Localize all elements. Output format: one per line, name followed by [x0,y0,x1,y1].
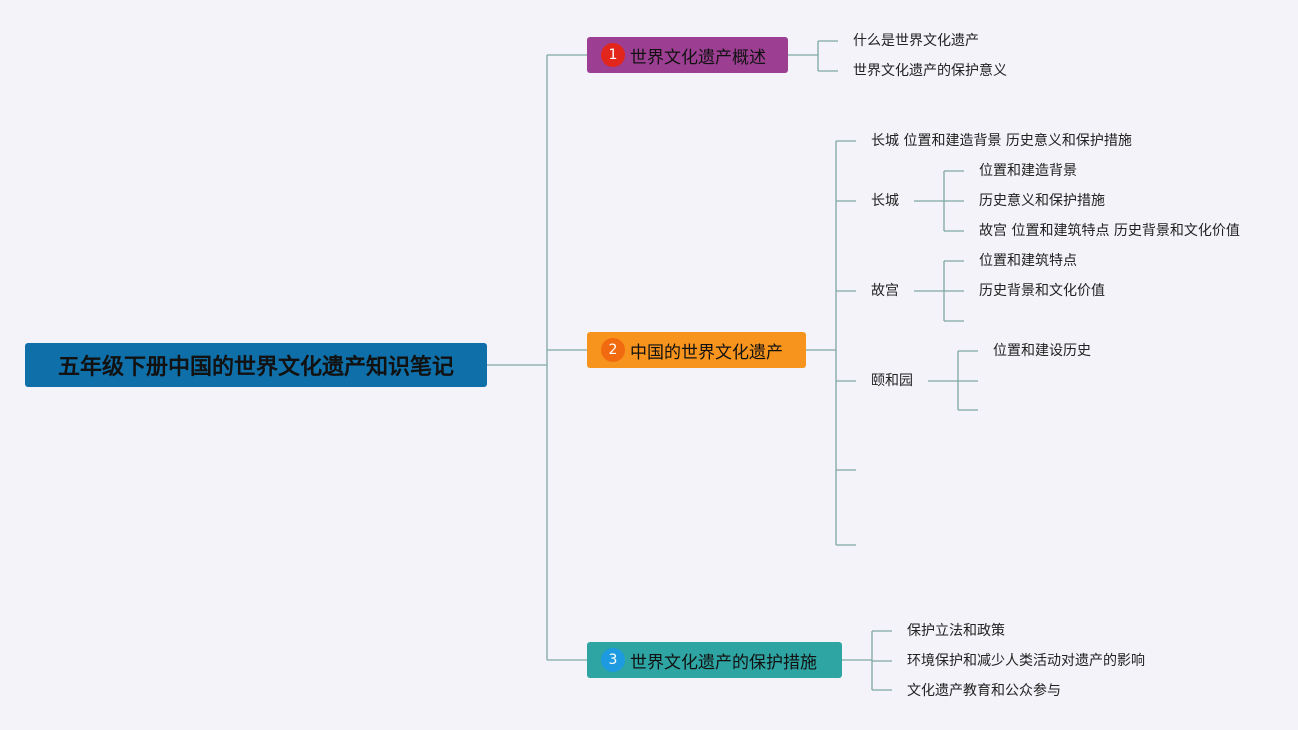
leaf-topic[interactable]: 故宫 位置和建筑特点 历史背景和文化价值 [979,223,1240,239]
branch-china-heritage[interactable]: 2 中国的世界文化遗产 [587,332,806,368]
leaf-topic[interactable]: 世界文化遗产的保护意义 [853,63,1007,79]
branch-label: 中国的世界文化遗产 [630,342,783,363]
number-badge: 3 [601,648,625,672]
number-badge: 1 [601,43,625,67]
root-title: 五年级下册中国的世界文化遗产知识笔记 [57,355,454,380]
leaf-topic[interactable]: 位置和建筑特点 [979,253,1077,269]
leaf-topic[interactable]: 保护立法和政策 [907,623,1005,639]
leaf-topic[interactable]: 历史背景和文化价值 [979,283,1105,299]
branch-protection[interactable]: 3 世界文化遗产的保护措施 [587,642,842,678]
leaf-topic[interactable]: 文化遗产教育和公众参与 [907,683,1061,699]
subtopic-great-wall[interactable]: 长城 [871,193,899,209]
leaf-topic[interactable]: 历史意义和保护措施 [979,193,1105,209]
leaf-topic[interactable]: 环境保护和减少人类活动对遗产的影响 [907,653,1145,669]
subtopic-summer-palace[interactable]: 颐和园 [871,373,913,389]
branch-label: 世界文化遗产概述 [630,47,766,68]
leaf-topic[interactable]: 位置和建造背景 [979,163,1077,179]
leaf-topic[interactable]: 长城 位置和建造背景 历史意义和保护措施 [871,133,1132,149]
branch-overview[interactable]: 1 世界文化遗产概述 [587,37,788,73]
subtopic-forbidden-city[interactable]: 故宫 [871,283,899,299]
leaf-topic[interactable]: 位置和建设历史 [993,343,1091,359]
root-topic[interactable]: 五年级下册中国的世界文化遗产知识笔记 [25,343,487,387]
branch-label: 世界文化遗产的保护措施 [630,652,817,673]
leaf-topic[interactable]: 什么是世界文化遗产 [853,33,979,49]
number-badge: 2 [601,338,625,362]
